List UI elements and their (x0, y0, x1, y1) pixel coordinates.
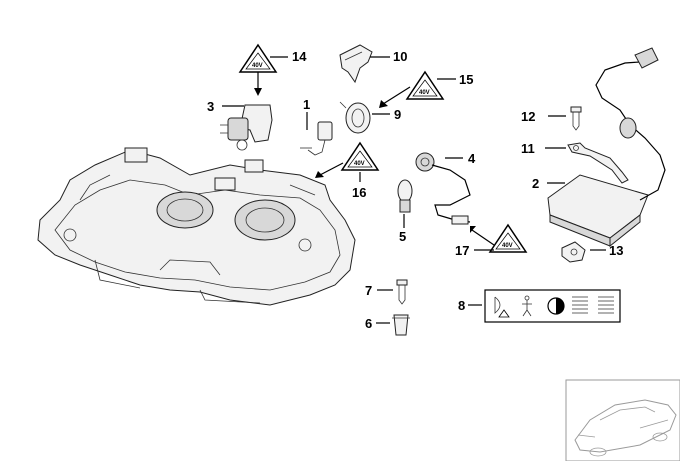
callout-15: 15 (459, 72, 473, 87)
callout-11: 11 (521, 141, 535, 156)
part-11-bracket (567, 142, 629, 184)
warning-label-text-15: 40V (419, 90, 430, 96)
leader-16-arrow (319, 162, 344, 176)
part-2-control-unit (547, 174, 649, 248)
part-2-cable (595, 47, 666, 201)
headlight-housing (37, 147, 356, 306)
part-5-bulb (397, 179, 413, 213)
vehicle-location-thumbnail (565, 379, 680, 461)
part-1-xenon-bulb (300, 121, 333, 156)
callout-1: 1 (303, 97, 310, 112)
callout-8: 8 (458, 298, 465, 313)
part-3-bulb-holder (220, 104, 273, 151)
callout-14: 14 (292, 49, 307, 64)
part-9-ring (339, 101, 371, 134)
callout-2: 2 (532, 176, 539, 191)
callout-5: 5 (399, 229, 406, 244)
warning-label-text-16: 40V (354, 161, 365, 167)
part-16-warning-label: 40V (340, 141, 380, 171)
callout-16: 16 (352, 185, 366, 200)
part-7-screw (396, 279, 408, 305)
callout-6: 6 (365, 316, 372, 331)
part-8-label-sheet (484, 289, 621, 323)
callout-7: 7 (365, 283, 372, 298)
part-17-warning-label: 40V (488, 223, 528, 253)
callout-9: 9 (394, 107, 401, 122)
callout-3: 3 (207, 99, 214, 114)
part-6-nut (392, 314, 410, 336)
leader-15-arrow (382, 86, 411, 105)
warning-label-text-14: 40V (252, 63, 263, 69)
leader-17-arrow (471, 229, 495, 246)
part-4-socket-wire (415, 152, 471, 225)
part-12-screw (570, 106, 582, 131)
part-13-nut (561, 241, 586, 263)
callout-12: 12 (521, 109, 535, 124)
part-15-warning-label: 40V (405, 70, 445, 100)
callout-numbers: 14 10 15 3 1 9 12 11 4 2 16 5 17 13 7 8 … (207, 49, 623, 331)
callout-17: 17 (455, 243, 469, 258)
callout-13: 13 (609, 243, 623, 258)
part-14-warning-label: 40V (238, 43, 278, 73)
warning-label-text-17: 40V (502, 243, 513, 249)
part-10-clip (339, 44, 373, 84)
callout-4: 4 (468, 151, 476, 166)
callout-10: 10 (393, 49, 407, 64)
